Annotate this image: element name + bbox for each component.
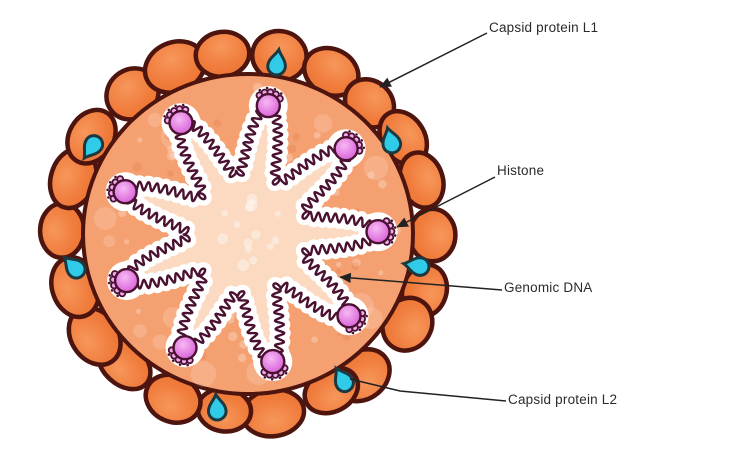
histone-bead bbox=[163, 103, 194, 136]
histone-bead bbox=[333, 130, 366, 162]
dna-crown-dot bbox=[362, 146, 366, 150]
dna-crown-dot bbox=[106, 188, 109, 192]
histone-ball bbox=[260, 348, 286, 375]
capsid-protein-l2-icon bbox=[333, 365, 355, 394]
capsid-protein-l2-icon bbox=[207, 391, 228, 422]
capsid-lobe bbox=[37, 201, 87, 261]
dna-crown-dot bbox=[108, 181, 112, 184]
leader-line-genomic-dna bbox=[339, 272, 503, 291]
dna-crown-dot bbox=[186, 363, 189, 367]
dna-crown-dot bbox=[273, 88, 277, 91]
dna-crown-dot bbox=[270, 377, 274, 381]
dna-crown-dot bbox=[363, 322, 367, 325]
label-histone: Histone bbox=[497, 163, 545, 178]
label-genomic-dna: Genomic DNA bbox=[504, 280, 593, 295]
dna-crown-dot bbox=[360, 139, 364, 142]
capsid-protein-l2-icon bbox=[400, 256, 431, 277]
leader-line-capsid-protein-l2 bbox=[349, 378, 507, 402]
dna-crown-dot bbox=[107, 281, 111, 285]
histone-bead bbox=[365, 217, 397, 246]
dna-crown-dot bbox=[108, 274, 112, 277]
capsid-protein-l2-icon bbox=[61, 254, 87, 280]
leader-line-capsid-protein-l1 bbox=[379, 32, 488, 88]
dna-crown-dot bbox=[178, 363, 182, 366]
histone-ball bbox=[112, 178, 138, 205]
dna-crown-dot bbox=[167, 108, 171, 112]
histone-ball bbox=[168, 109, 194, 136]
histone-ball bbox=[336, 303, 362, 329]
core-speckles bbox=[217, 193, 281, 272]
histone-bead bbox=[255, 86, 284, 119]
dna-crown-dot bbox=[181, 103, 185, 107]
dna-crown-dot bbox=[258, 88, 262, 92]
histone-ball bbox=[172, 335, 198, 361]
genomic-dna-strand bbox=[120, 102, 381, 366]
dna-crown-dot bbox=[171, 359, 175, 363]
dna-crown-dot bbox=[163, 115, 166, 118]
histone-bead bbox=[106, 175, 138, 205]
histone-bead bbox=[260, 348, 289, 381]
dna-crown-dot bbox=[110, 289, 114, 292]
dna-crown-dot bbox=[107, 196, 110, 199]
histone-ball bbox=[333, 135, 359, 162]
dna-crown-dot bbox=[365, 314, 368, 318]
dna-crown-dot bbox=[284, 371, 288, 375]
leader-lines bbox=[339, 32, 507, 402]
histone-ball bbox=[365, 218, 391, 245]
dna-crown-dot bbox=[174, 104, 177, 108]
label-capsid-protein-l2: Capsid protein L2 bbox=[508, 392, 618, 407]
histone-bead bbox=[336, 303, 368, 335]
dna-crown-dot bbox=[167, 353, 171, 356]
capsid-protein-l2-icon bbox=[266, 46, 287, 77]
dna-crown-dot bbox=[358, 328, 362, 332]
dna-crown-dot bbox=[351, 331, 355, 335]
dna-crown-dot bbox=[355, 133, 358, 136]
histone-ball bbox=[113, 267, 140, 294]
dna-crown-dot bbox=[265, 86, 269, 90]
histone-bead bbox=[167, 335, 198, 367]
dna-crown-dot bbox=[390, 241, 394, 244]
histones bbox=[106, 86, 397, 381]
dna-crown-dot bbox=[278, 376, 282, 380]
dna-crown-dot bbox=[279, 92, 283, 95]
histone-ball bbox=[255, 92, 281, 119]
label-capsid-protein-l1: Capsid protein L1 bbox=[489, 20, 599, 35]
histone-bead bbox=[107, 267, 140, 298]
dna-crown-dot bbox=[390, 219, 394, 222]
leader-line-histone bbox=[396, 176, 496, 228]
dna-crown-dot bbox=[116, 294, 119, 298]
dna-crown-dot bbox=[263, 376, 267, 379]
dna-crown-dot bbox=[393, 226, 397, 229]
capsid-protein-l2-icon bbox=[82, 134, 105, 161]
dna-crown-dot bbox=[114, 175, 117, 179]
dna-crown-dot bbox=[348, 130, 351, 133]
capsid-protein-l2-icon bbox=[381, 124, 403, 155]
dna-crown-dot bbox=[393, 234, 397, 237]
capsid-l2-proteins bbox=[61, 46, 431, 422]
